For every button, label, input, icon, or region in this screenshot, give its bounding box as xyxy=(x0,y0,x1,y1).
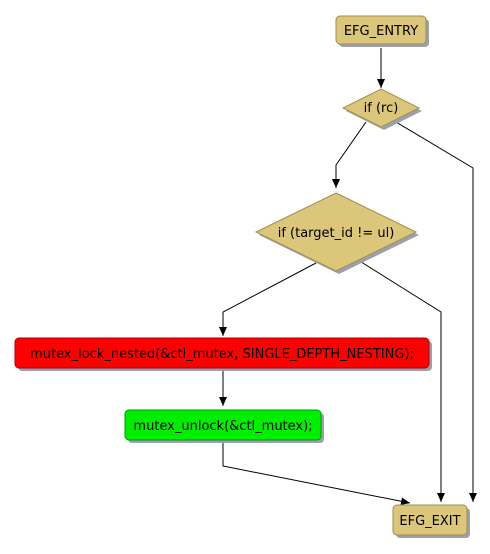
edge-unlock-to-exit xyxy=(222,442,411,506)
node-mutex-lock-box xyxy=(14,337,430,369)
node-mutex-lock[interactable]: mutex_lock_nested(&ctl_mutex, SINGLE_DEP… xyxy=(14,337,432,371)
edges xyxy=(219,48,477,506)
node-exit-label: EFG_EXIT xyxy=(399,514,460,529)
edge-if-target-to-lock xyxy=(219,262,317,336)
node-mutex-unlock-label: mutex_unlock(&ctl_mutex); xyxy=(133,419,312,434)
node-cond-target[interactable]: if (target_id != ul) xyxy=(254,192,419,274)
node-mutex-unlock[interactable]: mutex_unlock(&ctl_mutex); xyxy=(124,409,324,443)
node-exit[interactable]: EFG_EXIT xyxy=(392,504,470,538)
node-mutex-lock-label: mutex_lock_nested(&ctl_mutex, SINGLE_DEP… xyxy=(30,347,414,362)
node-exit-box xyxy=(392,504,468,536)
node-entry-label: EFG_ENTRY xyxy=(344,24,418,39)
node-cond-target-diamond xyxy=(254,192,418,272)
node-cond-rc-label: if (rc) xyxy=(364,101,399,116)
node-cond-rc-diamond xyxy=(341,88,421,128)
node-cond-target-label: if (target_id != ul) xyxy=(278,226,395,241)
node-entry-box xyxy=(335,15,427,45)
edge-if-rc-to-exit xyxy=(395,121,477,502)
node-cond-rc[interactable]: if (rc) xyxy=(341,88,422,130)
node-mutex-unlock-box xyxy=(124,409,322,441)
edge-if-rc-to-if-target xyxy=(332,121,367,188)
edge-if-target-to-exit xyxy=(357,259,445,502)
node-entry[interactable]: EFG_ENTRY xyxy=(335,15,429,47)
